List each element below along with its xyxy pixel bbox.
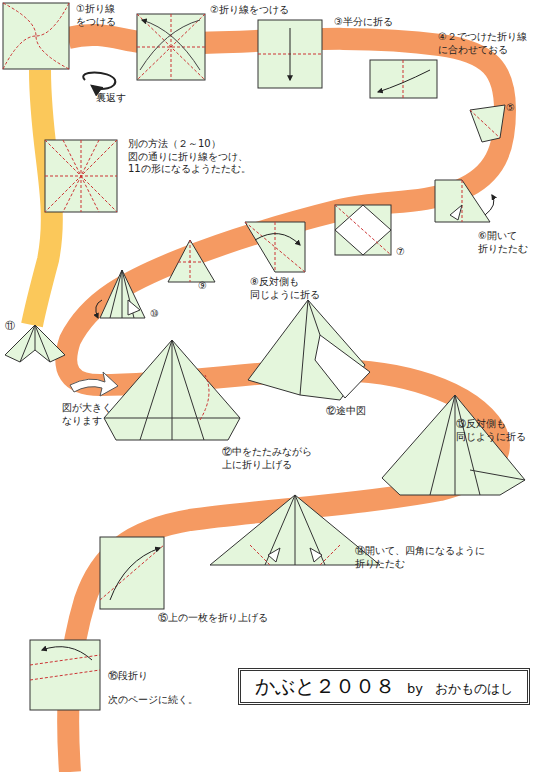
- step-label: ⑫途中図: [326, 405, 368, 418]
- step-label: ⑮上の一枚を折り上げる: [158, 612, 270, 625]
- step8-shape: [245, 222, 305, 272]
- step-label: ⑨: [198, 280, 209, 293]
- step-label: ⑤: [506, 102, 517, 115]
- step14-shape: [210, 495, 380, 565]
- step9-triangle: [168, 240, 215, 282]
- step2-square: [137, 14, 205, 80]
- step3-square: [258, 20, 322, 88]
- step-label: ⑪: [5, 320, 17, 333]
- step16-square: [30, 640, 100, 710]
- enlarge-arrow: [70, 372, 118, 396]
- title-box: かぶと２００８ by おかものはし: [238, 668, 530, 705]
- title-text: かぶと２００８: [255, 673, 395, 700]
- step12-shape: [104, 340, 240, 440]
- step-label: 図が大きく なります: [62, 402, 114, 427]
- step10-triangle: [100, 270, 145, 318]
- step-label: ⑬反対側も 同じように折る: [456, 418, 528, 443]
- flip-arrow: [83, 73, 115, 89]
- step-label: 裏返す: [96, 92, 128, 105]
- step1-square: [3, 3, 69, 69]
- step-label: ⑦: [396, 246, 407, 259]
- step13-shape: [382, 395, 525, 495]
- route-band: [66, 35, 505, 772]
- step5-shape: [470, 105, 505, 142]
- step-label: ③半分に折る: [334, 16, 395, 29]
- title-text: by: [407, 681, 423, 696]
- title-text: おかものはし: [435, 680, 513, 698]
- step-label: ⑫中をたたみながら 上に折り上げる: [222, 446, 314, 471]
- step-label: ⑭開いて、四角になるように 折りたたむ: [355, 545, 487, 570]
- step-label: ②折り線をつける: [210, 4, 291, 17]
- step-label: ⑯段折り: [108, 670, 150, 683]
- step-label: ⑥開いて 折りたたむ: [478, 230, 530, 255]
- step-label: ④２でつけた折り線 に合わせておる: [438, 31, 529, 56]
- step-label: 別の方法（２～10） 図の通りに折り線をつけ、 11の形になるようたたむ。: [128, 138, 253, 176]
- step15-square: [100, 537, 164, 609]
- step6-shape: [435, 180, 490, 222]
- step7-square: [335, 205, 391, 255]
- step4-rect: [370, 60, 437, 98]
- alt-crease-square: [45, 140, 117, 212]
- step-label: ⑩: [150, 308, 161, 321]
- step-label: ①折り線 をつける: [76, 3, 118, 28]
- step-label: 次のページに続く。: [108, 694, 200, 707]
- step-label: ⑧反対側も 同じように折る: [250, 276, 322, 301]
